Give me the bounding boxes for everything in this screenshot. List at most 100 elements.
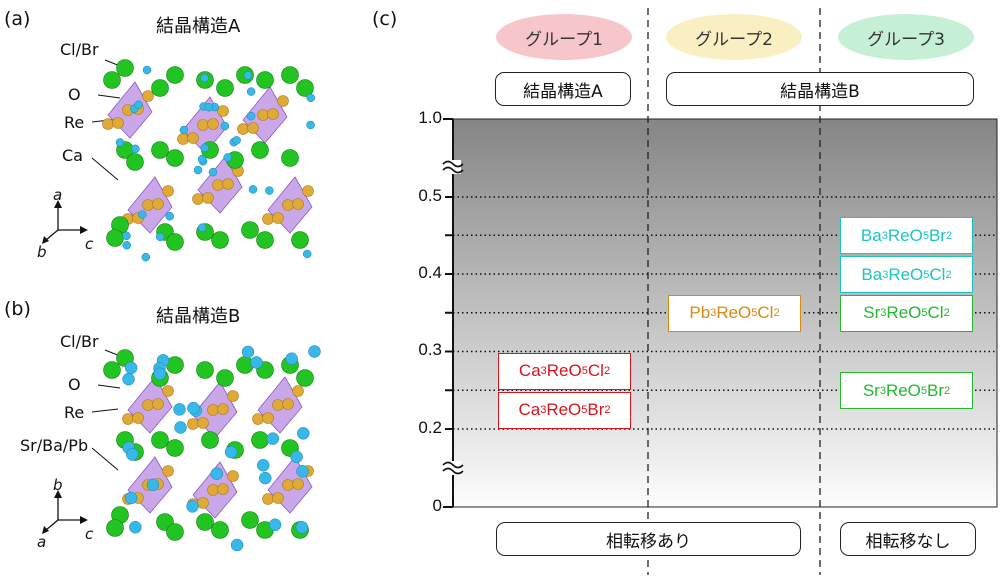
ca-atom: [208, 167, 218, 177]
axis-c-label: c: [85, 525, 94, 543]
leader-line: [91, 447, 119, 471]
ca-atom: [131, 144, 140, 154]
o-atom: [162, 185, 174, 197]
axis-break-icon: [442, 461, 464, 475]
o-atom: [132, 412, 144, 424]
y-tick-label: 0.4: [418, 263, 442, 282]
axis-break-icon: [442, 160, 464, 174]
arrowhead-icon: [42, 526, 49, 534]
o-atom: [272, 492, 284, 504]
y-tick-label: 0.5: [418, 186, 442, 205]
ca-atom: [115, 138, 125, 147]
ca-atom: [179, 125, 189, 135]
ca-atom: [142, 65, 152, 75]
o-atom: [217, 403, 229, 415]
crystal-structure-a: [42, 59, 315, 262]
arrowhead-icon: [54, 200, 62, 208]
ca-atom: [141, 252, 151, 262]
halide-atom: [216, 369, 234, 387]
halide-atom: [201, 431, 219, 449]
group-1-ellipse: グループ1: [496, 14, 632, 60]
ca-atom: [122, 231, 131, 241]
ca-atom: [204, 102, 214, 112]
halide-atom: [291, 231, 309, 249]
axis-b-label: b: [53, 476, 63, 494]
atom-label-o: O: [68, 85, 81, 104]
atom-label-clbr: Cl/Br: [60, 40, 99, 59]
ca-atom: [134, 100, 143, 110]
ca-atom: [306, 120, 315, 130]
ca-atom: [306, 93, 315, 103]
o-atom: [152, 198, 164, 210]
o-atom: [247, 122, 259, 134]
axis-c-label: c: [85, 235, 94, 253]
o-atom: [227, 470, 239, 482]
halide-atom: [216, 79, 234, 97]
sr-ba-pb-atom: [210, 467, 224, 480]
sr-ba-pb-atom: [173, 403, 186, 416]
sr-ba-pb-atom: [146, 478, 160, 492]
arrowhead-icon: [54, 490, 62, 498]
halide-atom: [103, 71, 121, 89]
o-atom: [202, 192, 214, 204]
ca-atom: [193, 165, 203, 175]
o-atom: [292, 478, 304, 490]
sr-ba-pb-atom: [187, 401, 200, 415]
sr-ba-pb-atom: [259, 471, 272, 485]
o-atom: [222, 178, 234, 190]
halide-atom: [256, 71, 274, 89]
sr-ba-pb-atom: [126, 448, 139, 461]
halide-atom: [196, 513, 214, 531]
atom-label-ca: Ca: [62, 146, 83, 165]
ca-atom: [246, 87, 256, 96]
halide-atom: [241, 511, 259, 529]
halide-atom: [151, 79, 169, 97]
ca-atom: [155, 232, 165, 242]
halide-atom: [166, 149, 184, 167]
y-tick-label: 0: [432, 496, 442, 515]
structure-a-box: 結晶構造A: [495, 72, 631, 106]
sr-ba-pb-atom: [174, 421, 187, 434]
halide-atom: [196, 361, 214, 379]
o-atom: [292, 385, 304, 397]
leader-line: [97, 94, 121, 99]
halide-atom: [151, 431, 169, 449]
sr-ba-pb-atom: [295, 521, 309, 534]
arrowhead-icon: [42, 236, 49, 244]
ca-atom: [220, 121, 230, 131]
ca-atom: [265, 186, 274, 195]
y-tick-label: 0.2: [418, 418, 442, 437]
halide-atom: [151, 141, 169, 159]
sr-ba-pb-atom: [186, 500, 199, 513]
sr-ba-pb-atom: [124, 491, 138, 505]
o-atom: [162, 465, 174, 477]
sr-ba-pb-atom: [266, 432, 280, 445]
o-atom: [227, 390, 239, 402]
ca-atom: [232, 136, 241, 145]
o-atom: [277, 95, 289, 107]
axis-a-label: a: [37, 533, 47, 551]
halide-atom: [166, 66, 184, 84]
panel-a-title: 結晶構造A: [156, 16, 241, 37]
ca-atom: [197, 154, 207, 164]
sr-ba-pb-atom: [129, 520, 142, 534]
ca-atom: [246, 111, 256, 121]
structure-b-box: 結晶構造B: [666, 72, 974, 106]
sr-ba-pb-atom: [224, 445, 238, 459]
axis-break-gap: [445, 461, 461, 475]
sr-ba-pb-atom: [230, 538, 244, 552]
atom-label-srbapb: Sr/Ba/Pb: [20, 436, 89, 455]
o-atom: [267, 108, 279, 120]
crystal-structure-b: [42, 345, 321, 552]
ca-atom: [248, 185, 258, 194]
halide-atom: [251, 141, 269, 159]
o-atom: [112, 117, 124, 129]
ca-atom: [223, 153, 232, 162]
halide-atom: [211, 521, 229, 539]
o-atom: [142, 90, 154, 102]
atom-label-re: Re: [64, 403, 85, 422]
